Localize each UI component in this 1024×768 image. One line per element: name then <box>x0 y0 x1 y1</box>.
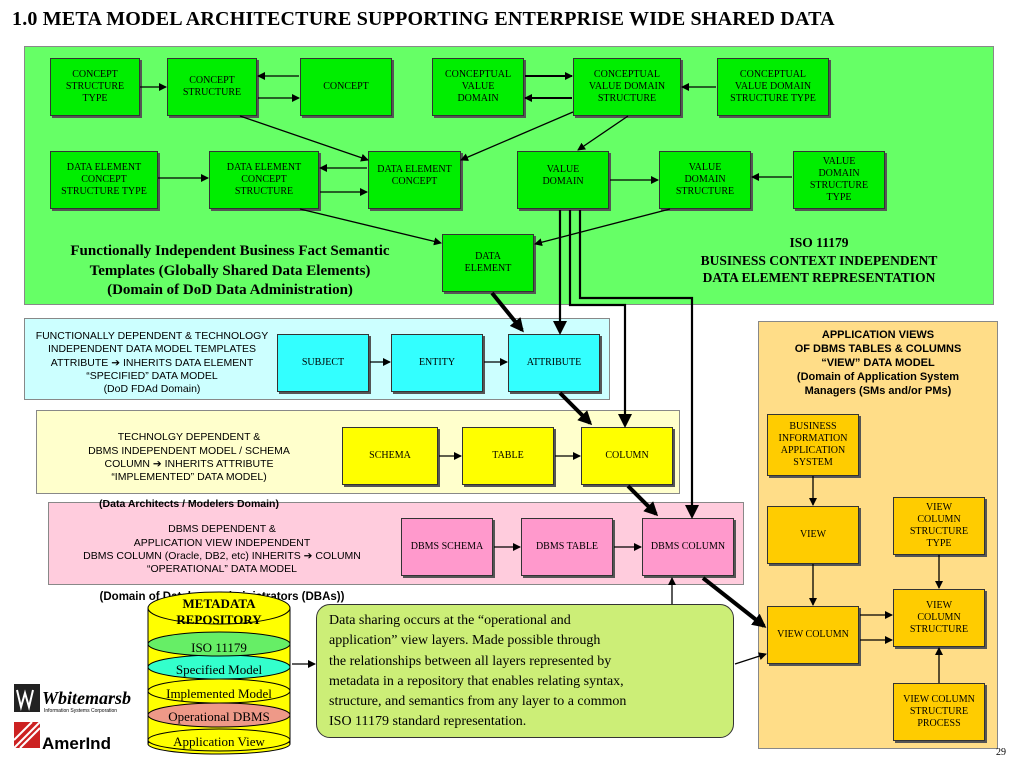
metadata-repository-cylinder <box>147 591 291 755</box>
conceptual-value-domain-structure-box: CONCEPTUAL VALUE DOMAIN STRUCTURE <box>573 58 681 116</box>
value-domain-structure-type-box: VALUE DOMAIN STRUCTURE TYPE <box>793 151 885 209</box>
view-box: VIEW <box>767 506 859 564</box>
green-layer-left-note: Functionally Independent Business Fact S… <box>70 243 390 298</box>
green-layer-right-note: ISO 11179 BUSINESS CONTEXT INDEPENDENT D… <box>700 235 938 286</box>
repo-label-implemented: Implemented Model <box>166 686 272 701</box>
repo-layer-application-view <box>147 728 291 752</box>
repo-layer-iso <box>147 631 291 657</box>
view-column-structure-box: VIEW COLUMN STRUCTURE <box>893 589 985 647</box>
column-box: COLUMN <box>581 427 673 485</box>
app-layer-label: APPLICATION VIEWS OF DBMS TABLES & COLUM… <box>794 329 962 397</box>
data-element-concept-box: DATA ELEMENT CONCEPT <box>368 151 461 209</box>
dbms-table-box: DBMS TABLE <box>521 518 613 576</box>
amerind-logo-text: AmerInd <box>42 734 111 753</box>
repo-layer-operational-dbms <box>147 702 291 728</box>
yellow-layer-label-domain: (Data Architects / Modelers Domain) <box>99 497 279 510</box>
pink-layer-label-text: DBMS DEPENDENT & APPLICATION VIEW INDEPE… <box>83 523 361 576</box>
amerind-logo: AmerInd <box>13 721 111 753</box>
pink-layer-label-domain: (Domain of Database Administrators (DBAs… <box>99 590 345 603</box>
cyan-layer-label: FUNCTIONALLY DEPENDENT & TECHNOLOGY INDE… <box>35 330 269 396</box>
whitemarsh-logo-text: Wbitemarsb <box>42 688 131 708</box>
view-column-box: VIEW COLUMN <box>767 606 859 664</box>
concept-box: CONCEPT <box>300 58 392 116</box>
repo-layer-implemented-model <box>147 678 291 704</box>
table-box: TABLE <box>462 427 554 485</box>
pink-layer-label: DBMS DEPENDENT & APPLICATION VIEW INDEPE… <box>58 510 386 605</box>
dbms-column-box: DBMS COLUMN <box>642 518 734 576</box>
view-column-structure-process-box: VIEW COLUMN STRUCTURE PROCESS <box>893 683 985 741</box>
dbms-schema-box: DBMS SCHEMA <box>401 518 493 576</box>
value-domain-box: VALUE DOMAIN <box>517 151 609 209</box>
subject-box: SUBJECT <box>277 334 369 392</box>
data-element-concept-structure-type-box: DATA ELEMENT CONCEPT STRUCTURE TYPE <box>50 151 158 209</box>
conceptual-value-domain-box: CONCEPTUAL VALUE DOMAIN <box>432 58 524 116</box>
repo-label-operational: Operational DBMS <box>168 709 269 724</box>
slide-title: 1.0 META MODEL ARCHITECTURE SUPPORTING E… <box>12 8 835 30</box>
data-element-concept-structure-box: DATA ELEMENT CONCEPT STRUCTURE <box>209 151 319 209</box>
entity-box: ENTITY <box>391 334 483 392</box>
whitemarsh-logo: Wbitemarsb Information Systems Corporati… <box>14 684 131 714</box>
data-element-box: DATA ELEMENT <box>442 234 534 292</box>
repo-label-specified: Specified Model <box>176 662 263 677</box>
repo-label-application: Application View <box>173 734 265 749</box>
repo-layer-specified-model <box>147 654 291 680</box>
repo-label-iso: ISO 11179 <box>191 640 247 655</box>
attribute-box: ATTRIBUTE <box>508 334 600 392</box>
yellow-layer-label: TECHNOLGY DEPENDENT & DBMS INDEPENDENT M… <box>58 418 320 511</box>
concept-structure-box: CONCEPT STRUCTURE <box>167 58 257 116</box>
value-domain-structure-box: VALUE DOMAIN STRUCTURE <box>659 151 751 209</box>
yellow-layer-label-text: TECHNOLGY DEPENDENT & DBMS INDEPENDENT M… <box>88 431 290 484</box>
page-number: 29 <box>996 747 1006 758</box>
data-sharing-note: Data sharing occurs at the “operational … <box>316 604 734 738</box>
concept-structure-type-box: CONCEPT STRUCTURE TYPE <box>50 58 140 116</box>
view-column-structure-type-box: VIEW COLUMN STRUCTURE TYPE <box>893 497 985 555</box>
repo-label-metadata-2: REPOSITORY <box>176 612 262 627</box>
whitemarsh-logo-sub: Information Systems Corporation <box>44 708 117 714</box>
business-information-application-system-box: BUSINESS INFORMATION APPLICATION SYSTEM <box>767 414 859 476</box>
schema-box: SCHEMA <box>342 427 438 485</box>
conceptual-value-domain-structure-type-box: CONCEPTUAL VALUE DOMAIN STRUCTURE TYPE <box>717 58 829 116</box>
